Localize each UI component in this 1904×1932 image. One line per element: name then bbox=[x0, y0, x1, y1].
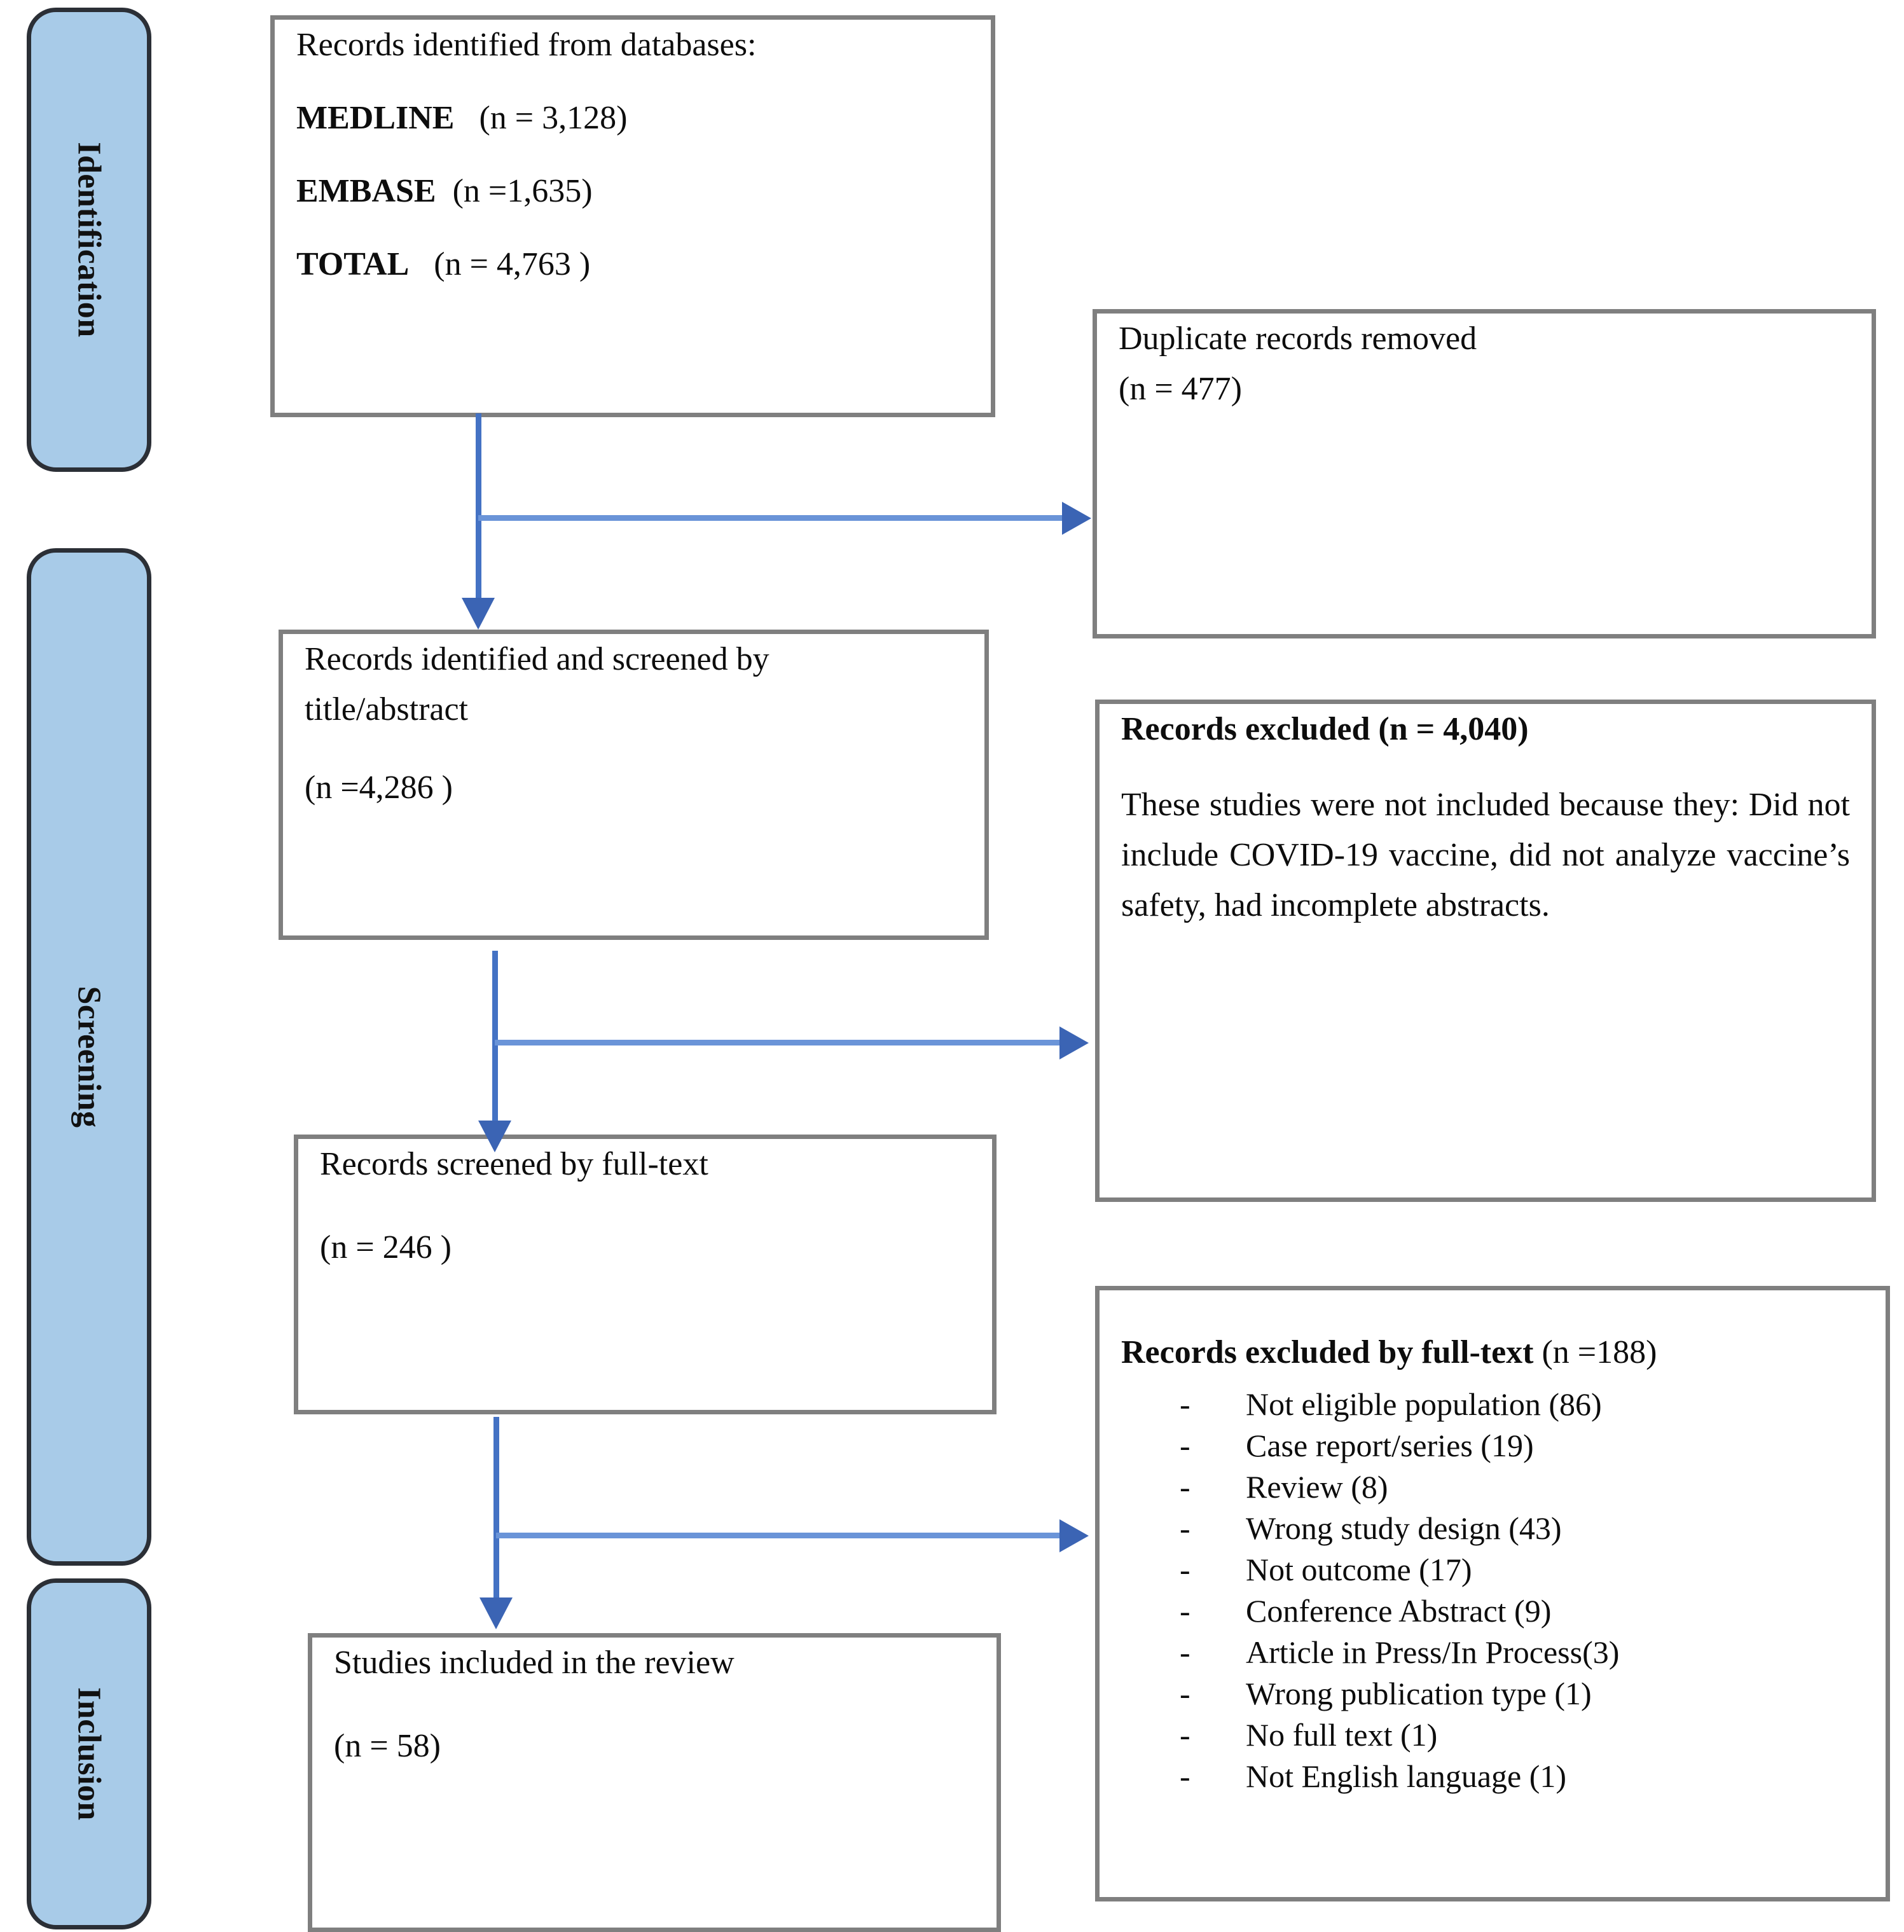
list-item: - Wrong study design (43) bbox=[1180, 1508, 1864, 1549]
dash-bullet-icon: - bbox=[1180, 1676, 1190, 1712]
reason-text: Case report/series (19) bbox=[1246, 1428, 1534, 1464]
dash-bullet-icon: - bbox=[1180, 1469, 1190, 1505]
reason-text: Not English language (1) bbox=[1246, 1758, 1567, 1795]
duplicates-line1: Duplicate records removed bbox=[1119, 321, 1477, 357]
connector-horizontal-2 bbox=[495, 1040, 1061, 1045]
reason-text: Review (8) bbox=[1246, 1469, 1388, 1505]
list-item: - Conference Abstract (9) bbox=[1180, 1590, 1864, 1632]
arrow-down-3 bbox=[479, 1597, 513, 1629]
excluded-ft-heading-count: (n =188) bbox=[1533, 1334, 1657, 1370]
screened-ft-count: (n = 246 ) bbox=[320, 1229, 452, 1266]
reason-text: No full text (1) bbox=[1246, 1717, 1438, 1753]
records-identified-title: Records identified from databases: bbox=[296, 27, 757, 63]
list-item: - Case report/series (19) bbox=[1180, 1425, 1864, 1466]
excluded-ft-reason-list: - Not eligible population (86) - Case repo… bbox=[1121, 1384, 1864, 1797]
list-item: - Wrong publication type (1) bbox=[1180, 1673, 1864, 1715]
box-records-excluded-fulltext: Records excluded by full-text (n =188) -… bbox=[1095, 1286, 1890, 1901]
dash-bullet-icon: - bbox=[1180, 1386, 1190, 1423]
included-line1: Studies included in the review bbox=[334, 1645, 735, 1681]
dash-bullet-icon: - bbox=[1180, 1552, 1190, 1588]
screened-ta-line1: Records identified and screened by bbox=[305, 641, 769, 677]
list-item: - Not eligible population (86) bbox=[1180, 1384, 1864, 1425]
list-item: - Not outcome (17) bbox=[1180, 1549, 1864, 1590]
stage-label-inclusion: Inclusion bbox=[71, 1687, 107, 1821]
records-identified-medline: MEDLINE (n = 3,128) bbox=[296, 93, 969, 143]
duplicates-line2: (n = 477) bbox=[1119, 371, 1242, 408]
dash-bullet-icon: - bbox=[1180, 1717, 1190, 1753]
connector-vertical-3 bbox=[493, 1417, 499, 1600]
medline-value: (n = 3,128) bbox=[479, 100, 628, 137]
box-records-screened-title-abstract: Records identified and screened by title… bbox=[279, 630, 989, 940]
connector-horizontal-1 bbox=[478, 515, 1063, 521]
stage-label-identification: Identification bbox=[71, 142, 107, 338]
reason-text: Wrong study design (43) bbox=[1246, 1510, 1562, 1547]
list-item: - Review (8) bbox=[1180, 1466, 1864, 1508]
stage-pill-inclusion: Inclusion bbox=[27, 1578, 151, 1929]
list-item: - Not English language (1) bbox=[1180, 1756, 1864, 1797]
reason-text: Not eligible population (86) bbox=[1246, 1386, 1602, 1423]
arrow-right-2 bbox=[1059, 1026, 1089, 1059]
box-records-identified: Records identified from databases: MEDLI… bbox=[270, 15, 995, 417]
dash-bullet-icon: - bbox=[1180, 1758, 1190, 1795]
stage-pill-screening: Screening bbox=[27, 548, 151, 1566]
medline-label: MEDLINE bbox=[296, 100, 455, 137]
arrow-down-2 bbox=[478, 1121, 511, 1152]
excluded-ft-heading: Records excluded by full-text (n =188) bbox=[1121, 1327, 1864, 1377]
arrow-right-3 bbox=[1059, 1519, 1089, 1552]
arrow-down-1 bbox=[462, 598, 495, 630]
dash-bullet-icon: - bbox=[1180, 1634, 1190, 1671]
stage-pill-identification: Identification bbox=[27, 8, 151, 472]
arrow-right-1 bbox=[1062, 502, 1091, 535]
excluded-ta-body: These studies were not included because … bbox=[1121, 787, 1850, 924]
embase-label: EMBASE bbox=[296, 173, 436, 210]
box-records-excluded-title-abstract: Records excluded (n = 4,040) These studi… bbox=[1095, 700, 1876, 1202]
box-records-screened-fulltext: Records screened by full-text (n = 246 ) bbox=[294, 1135, 997, 1414]
dash-bullet-icon: - bbox=[1180, 1510, 1190, 1547]
stage-label-screening: Screening bbox=[71, 986, 107, 1128]
connector-vertical-1 bbox=[476, 413, 481, 602]
reason-text: Article in Press/In Process(3) bbox=[1246, 1634, 1620, 1671]
list-item: - Article in Press/In Process(3) bbox=[1180, 1632, 1864, 1673]
dash-bullet-icon: - bbox=[1180, 1593, 1190, 1629]
total-label: TOTAL bbox=[296, 246, 410, 283]
reason-text: Conference Abstract (9) bbox=[1246, 1593, 1552, 1629]
records-identified-embase: EMBASE (n =1,635) bbox=[296, 166, 969, 216]
records-identified-total: TOTAL (n = 4,763 ) bbox=[296, 239, 969, 289]
excluded-ta-heading: Records excluded (n = 4,040) bbox=[1121, 711, 1529, 747]
reason-text: Not outcome (17) bbox=[1246, 1552, 1472, 1588]
reason-text: Wrong publication type (1) bbox=[1246, 1676, 1592, 1712]
total-value: (n = 4,763 ) bbox=[434, 246, 591, 283]
box-duplicate-records-removed: Duplicate records removed (n = 477) bbox=[1093, 309, 1876, 638]
list-item: - No full text (1) bbox=[1180, 1715, 1864, 1756]
screened-ta-count: (n =4,286 ) bbox=[305, 769, 453, 806]
included-count: (n = 58) bbox=[334, 1728, 441, 1765]
dash-bullet-icon: - bbox=[1180, 1428, 1190, 1464]
embase-value: (n =1,635) bbox=[452, 173, 593, 210]
excluded-ft-heading-bold: Records excluded by full-text bbox=[1121, 1334, 1534, 1370]
screened-ft-line1: Records screened by full-text bbox=[320, 1146, 708, 1182]
connector-horizontal-3 bbox=[496, 1533, 1061, 1538]
screened-ta-line2: title/abstract bbox=[305, 691, 469, 728]
box-studies-included: Studies included in the review (n = 58) bbox=[308, 1633, 1001, 1932]
